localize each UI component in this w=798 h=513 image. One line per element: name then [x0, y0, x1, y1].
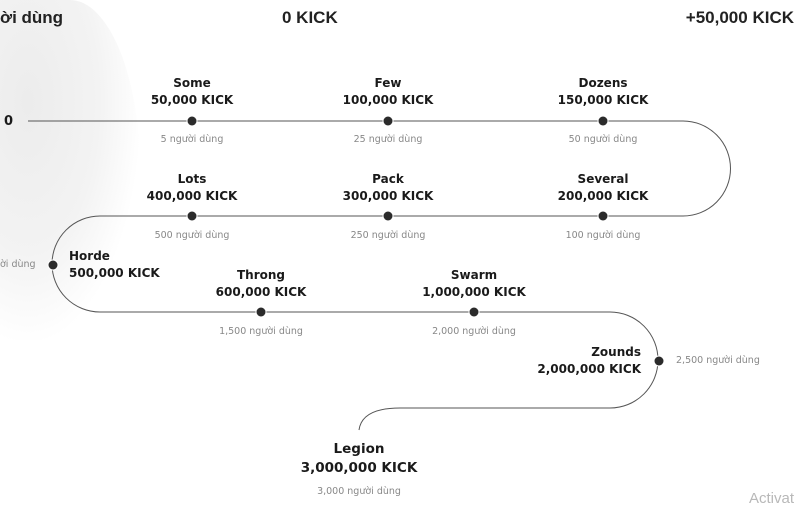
activate-watermark: Activat	[748, 490, 794, 507]
milestone-dot-lots	[187, 211, 197, 221]
milestone-some-users: 5 người dùng	[160, 134, 224, 145]
milestone-path	[28, 120, 731, 431]
header-current: 0 KICK	[282, 8, 338, 27]
milestone-dot-dozens	[598, 116, 608, 126]
milestone-swarm-users: 2,000 người dùng	[432, 326, 516, 337]
background-blob	[0, 0, 140, 340]
milestone-legion-users: 3,000 người dùng	[317, 486, 401, 497]
milestone-dot-throng	[256, 307, 266, 317]
milestone-dot-few	[383, 116, 393, 126]
milestone-dot-horde	[48, 260, 58, 270]
milestone-dozens-users: 50 người dùng	[568, 134, 638, 145]
milestone-dot-several	[598, 211, 608, 221]
header-users: ời dùng	[0, 8, 64, 27]
milestone-lots-users: 500 người dùng	[154, 230, 230, 241]
milestone-dot-some	[187, 116, 197, 126]
start-label: 0	[4, 114, 14, 129]
milestone-few-users: 25 người dùng	[353, 134, 423, 145]
milestone-dot-swarm	[469, 307, 479, 317]
milestone-several-users: 100 người dùng	[565, 230, 641, 241]
left-users-cut: ời dùng	[0, 259, 36, 270]
milestone-dot-zounds	[654, 356, 664, 366]
header-bonus: +50,000 KICK	[685, 8, 794, 27]
milestone-throng-users: 1,500 người dùng	[219, 326, 303, 337]
milestone-dot-pack	[383, 211, 393, 221]
milestone-zounds-users: 2,500 người dùng	[676, 355, 760, 366]
milestone-pack-users: 250 người dùng	[350, 230, 426, 241]
